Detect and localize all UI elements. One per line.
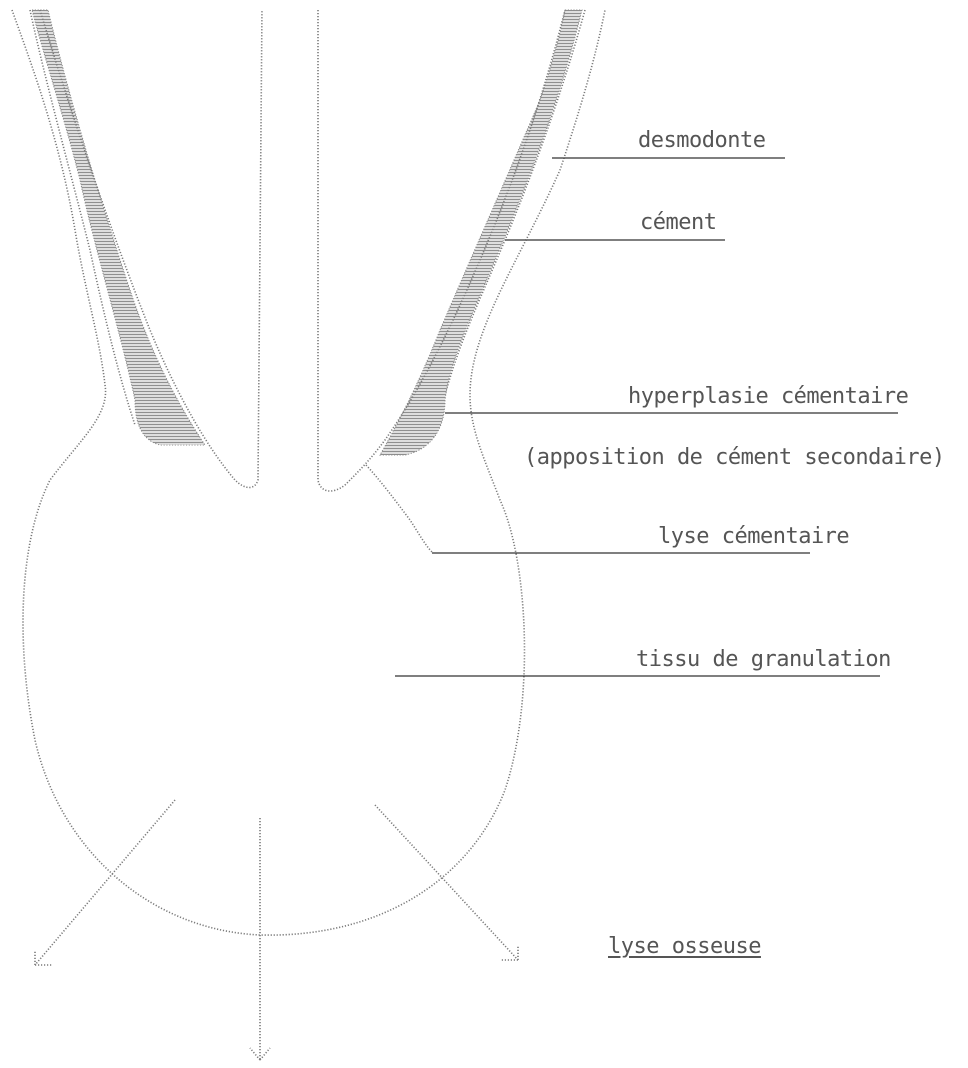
label-tissu: tissu de granulation [636,647,891,673]
left-root-outer-line [30,10,135,425]
periapical-lesion-outline [12,10,605,935]
cement-lysis-contour [366,465,432,552]
left-cementum-band [32,10,205,445]
label-apposition: (apposition de cément secondaire) [524,445,945,471]
right-cementum-band [380,10,582,455]
bone-lysis-arrow-left [35,800,175,965]
label-cement: cément [640,210,716,236]
label-lyse-osseuse: lyse osseuse [608,934,761,960]
bone-lysis-arrow-right [375,805,518,960]
label-lyse-cementaire: lyse cémentaire [658,524,849,550]
label-desmodonte: desmodonte [638,128,765,154]
label-hyperplasie: hyperplasie cémentaire [628,384,908,410]
